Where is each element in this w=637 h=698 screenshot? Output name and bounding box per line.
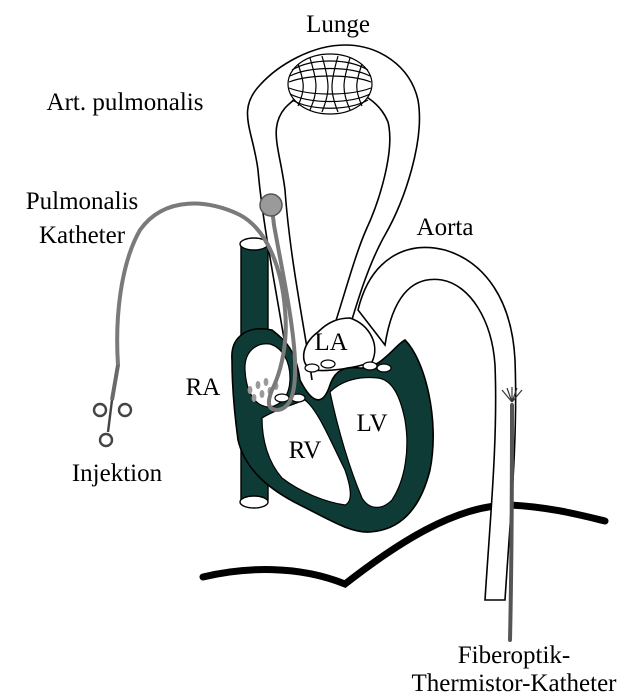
label-fiberoptic-line1: Fiberoptik-: [458, 642, 571, 669]
catheter-balloon: [260, 194, 282, 216]
injection-port-icon: [94, 365, 131, 446]
label-lung: Lunge: [306, 11, 370, 38]
label-pulmonary-catheter-line1: Pulmonalis: [26, 188, 139, 215]
label-right-ventricle: RV: [289, 437, 322, 464]
label-pulmonary-catheter-line2: Katheter: [39, 222, 126, 249]
label-left-atrium: LA: [314, 329, 347, 356]
lung-vessels: [288, 54, 372, 114]
label-left-ventricle: LV: [356, 410, 387, 437]
fiberoptic-catheter-line: [510, 405, 512, 640]
label-right-atrium: RA: [186, 374, 221, 401]
vena-cava-bottom-opening: [240, 496, 268, 508]
label-injection: Injektion: [72, 460, 163, 487]
label-fiberoptic-line2: Thermistor-Katheter: [412, 670, 618, 697]
label-aorta: Aorta: [417, 214, 474, 241]
label-pulmonary-artery: Art. pulmonalis: [47, 89, 204, 116]
